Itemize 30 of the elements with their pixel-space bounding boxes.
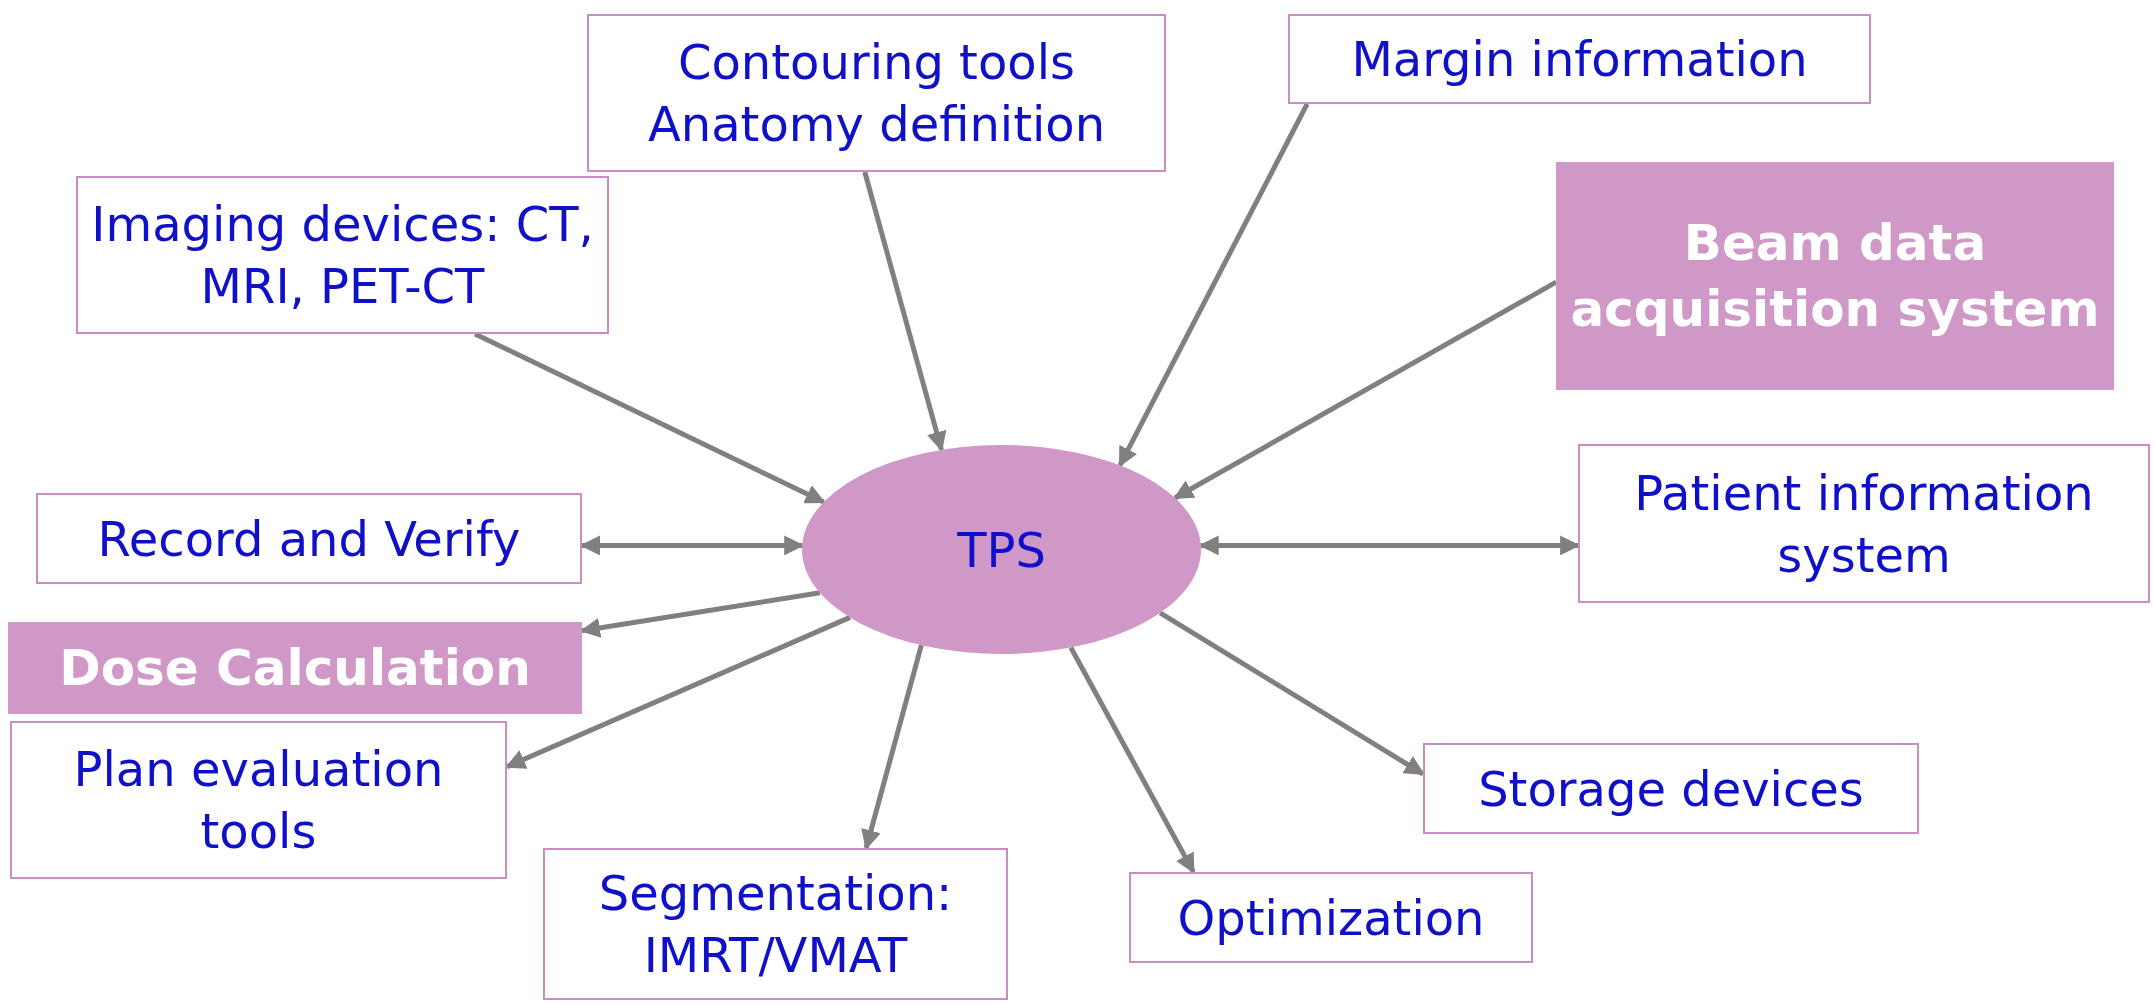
node-label: Dose Calculation: [59, 638, 531, 699]
node-label: Plan evaluation tools: [72, 740, 445, 861]
arrow: [1068, 646, 1196, 874]
node-label: Anatomy definition: [647, 95, 1106, 154]
process-box: [36, 493, 582, 584]
node-label: TPS: [957, 520, 1046, 580]
process-box: [1578, 444, 2150, 603]
arrow: [1158, 610, 1425, 777]
process-box: [587, 14, 1166, 172]
node-label: Margin information: [1351, 30, 1808, 89]
process-box: [1423, 743, 1919, 834]
process-box: [1129, 872, 1533, 963]
node-label: Record and Verify: [97, 509, 521, 569]
process-box: [10, 721, 507, 879]
node-label: Optimization: [1177, 888, 1485, 948]
process-box: [543, 848, 1008, 1000]
filled-box: [8, 622, 582, 714]
node-label: Imaging devices: CT, MRI, PET-CT: [90, 195, 595, 316]
arrow: [861, 644, 924, 850]
node-label: Contouring tools: [678, 33, 1075, 92]
arrow: [1117, 102, 1310, 468]
process-box: [76, 176, 609, 334]
process-box: [1288, 14, 1871, 104]
arrow: [862, 171, 947, 452]
node-label: Patient information system: [1633, 463, 2095, 585]
node-label: Segmentation: IMRT/VMAT: [597, 864, 954, 985]
arrow: [1173, 279, 1558, 501]
node-label: Beam data acquisition system: [1569, 213, 2101, 340]
node-label: Storage devices: [1478, 759, 1864, 819]
filled-box: [1556, 162, 2114, 390]
